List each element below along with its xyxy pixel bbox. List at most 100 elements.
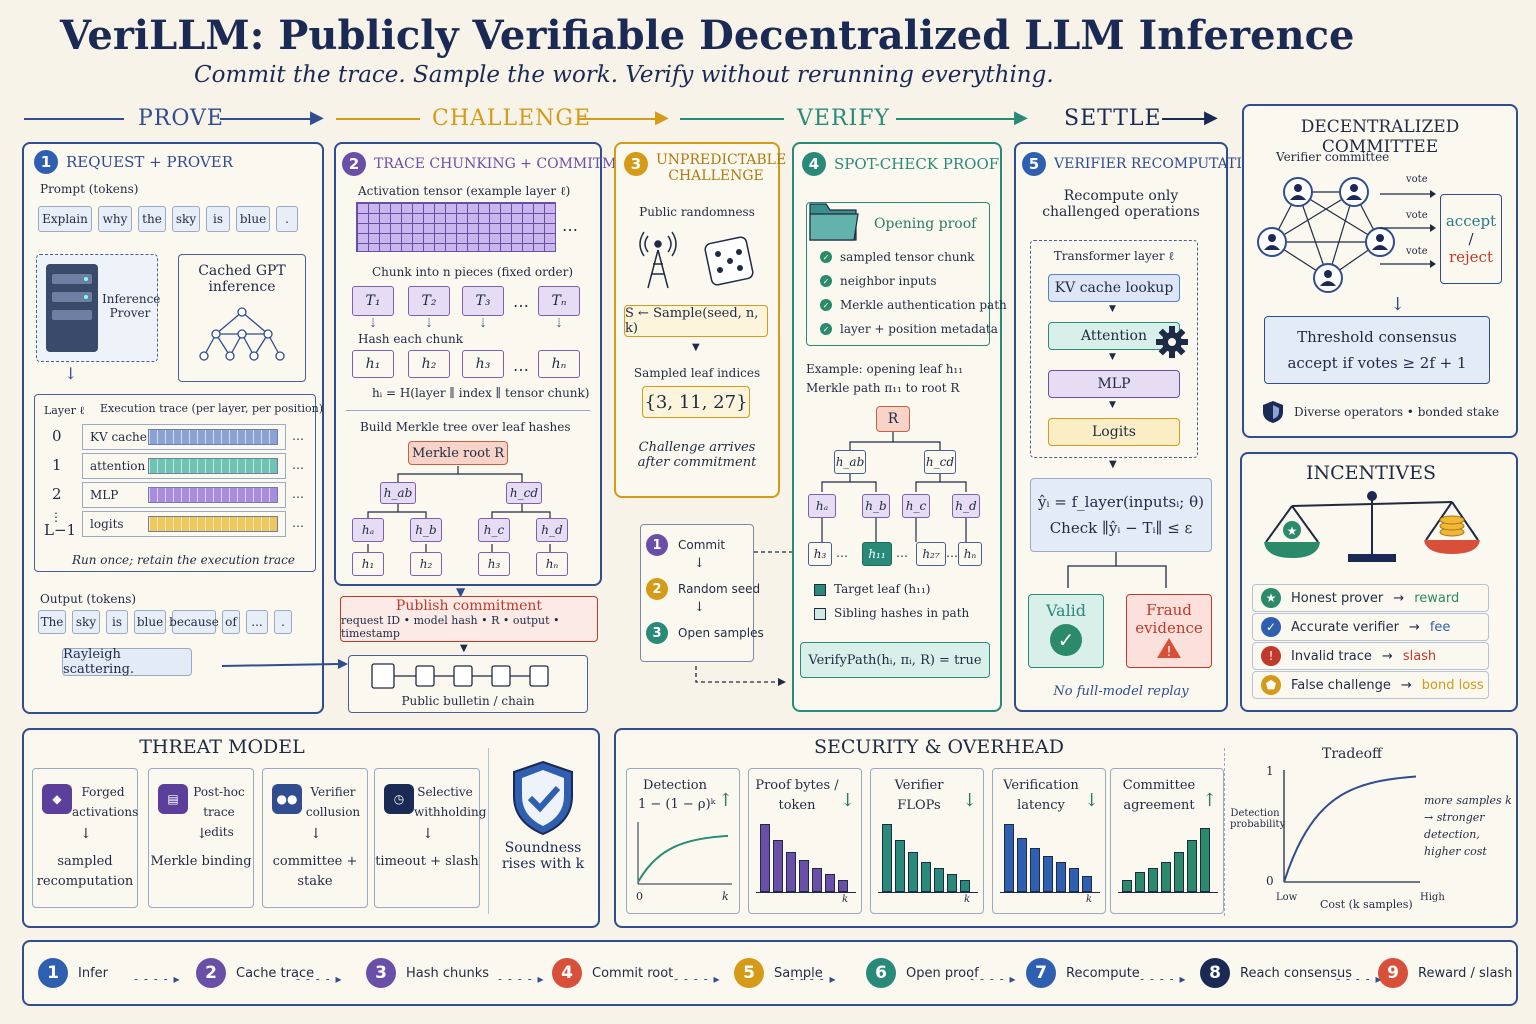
overhead-chart-title: Verifier FLOPs xyxy=(894,778,944,813)
scale-icon: ★ xyxy=(1264,491,1480,562)
verify-path-box: VerifyPath(hᵢ, πᵢ, R) = true xyxy=(800,642,990,678)
arrow-down-icon: ⇣ xyxy=(478,316,489,330)
overhead-bar xyxy=(825,874,835,892)
threat-mitigation: Merkle binding xyxy=(150,854,252,869)
ellipsis: … xyxy=(292,487,304,501)
arrow-down-icon: ▼ xyxy=(692,342,700,353)
path-leaf: h_c xyxy=(902,494,930,518)
check-icon: ✓ xyxy=(820,299,832,311)
arrow-down-icon: ↓ xyxy=(422,826,434,842)
flow-step-label: Open proof xyxy=(906,965,979,981)
incentive-row: ⬟False challenge→bond loss xyxy=(1252,671,1489,699)
tensor-grid xyxy=(356,202,556,252)
merkle-leaf-hash: hₙ xyxy=(536,552,568,576)
flow-step: 7 Recompute xyxy=(1026,958,1140,988)
arrow-up-icon: ↑ xyxy=(718,790,734,811)
proof-item-label: sampled tensor chunk xyxy=(840,250,975,264)
detection-formula: 1 − (1 − ρ)ᵏ xyxy=(638,797,716,812)
overhead-bar xyxy=(1069,868,1079,892)
threat-icon: ●● xyxy=(272,784,302,814)
overhead-bar xyxy=(773,840,783,892)
trace-cells xyxy=(148,516,278,532)
overhead-chart-title: Committee agreement xyxy=(1122,778,1196,813)
check-icon: ✓ xyxy=(820,323,832,335)
vote-arrows xyxy=(1380,190,1436,268)
arrow-right-icon: - - - - ▸ xyxy=(134,972,181,986)
check-text: Check ∥ŷᵢ − Tᵢ∥ ≤ ε xyxy=(1049,519,1193,537)
folder-icon xyxy=(809,203,859,241)
hash: h₂ xyxy=(408,350,450,378)
flow-step-number: 8 xyxy=(1200,958,1230,988)
chunk: T₁ xyxy=(352,286,394,316)
svg-text:★: ★ xyxy=(1287,524,1298,538)
proof-item-label: Merkle authentication path xyxy=(840,298,1007,312)
output-label: Output (tokens) xyxy=(40,592,137,606)
proof-item: ✓neighbor inputs xyxy=(820,274,937,288)
trace-cells xyxy=(148,458,278,474)
arrow-down-icon: ↓ xyxy=(310,826,322,842)
incentive-actor: Honest prover xyxy=(1291,590,1384,606)
panel-flow xyxy=(22,940,1518,1006)
committee-title: DECENTRALIZED COMMITTEE xyxy=(1300,117,1460,157)
panel-1-label: REQUEST + PROVER xyxy=(66,153,234,171)
chunk: Tₙ xyxy=(538,286,580,316)
path-node: h_ab xyxy=(834,450,866,474)
arrow-down-icon: ↓ xyxy=(1390,294,1406,315)
divider xyxy=(1224,748,1225,916)
arrow-down-icon: ▼ xyxy=(1109,352,1116,362)
phase-line xyxy=(896,118,1020,120)
answer-text: Rayleigh scattering. xyxy=(63,647,135,677)
merkle-leaf: hₐ xyxy=(352,518,384,542)
panel-2-label: TRACE CHUNKING + COMMITMENT xyxy=(374,156,649,172)
threat-icon: ◆ xyxy=(42,784,72,814)
axis-label: k xyxy=(842,894,849,905)
arrow-right-icon: → xyxy=(1381,648,1393,664)
proof-item: ✓ layer + position metadata xyxy=(820,322,998,336)
arrow-right-icon: - - - - ▸ xyxy=(296,972,343,986)
trace-row-label: MLP xyxy=(90,488,119,502)
threat-name: Selective withholding xyxy=(414,785,487,819)
arrow-right-icon: - - - - ▸ xyxy=(790,972,837,986)
indices-label: Sampled leaf indices xyxy=(633,366,761,380)
overhead-bar xyxy=(760,824,770,892)
challenge-note: Challenge arrives after commitment xyxy=(637,440,757,470)
phase-line xyxy=(578,118,662,120)
path-row-node: hₙ xyxy=(958,542,982,566)
arrow-right-icon: → xyxy=(1393,590,1405,606)
arrow-right-icon: - - - - ▸ xyxy=(970,972,1017,986)
arrow-down-icon: ↓ xyxy=(840,790,856,811)
axis-label: k xyxy=(964,894,971,905)
soundness-text: Soundness rises with k xyxy=(501,840,585,872)
arrow-down-icon: ↓ xyxy=(694,600,705,615)
flow-step-number: 1 xyxy=(38,958,68,988)
incentive-outcome: fee xyxy=(1429,619,1451,635)
flow-step-number: 7 xyxy=(1026,958,1056,988)
incentive-actor: Accurate verifier xyxy=(1291,619,1399,635)
network-icon xyxy=(199,307,285,361)
committee-label: Verifier committee xyxy=(1276,150,1390,164)
chain-icon xyxy=(371,663,549,689)
arrow-right-icon: → xyxy=(1400,677,1412,693)
merkle-leaf: h_b xyxy=(410,518,442,542)
threat-mitigation: sampled recomputation xyxy=(36,854,134,889)
overhead-bar xyxy=(908,852,918,892)
merkle-root-label: Merkle root R xyxy=(411,445,505,461)
dashed-connectors xyxy=(695,551,794,686)
page-subtitle: Commit the trace. Sample the work. Verif… xyxy=(194,62,1054,88)
overhead-bar xyxy=(947,874,957,892)
prompt-label: Prompt (tokens) xyxy=(40,182,139,196)
ellipsis: … xyxy=(292,458,304,472)
flow-step-label: Recompute xyxy=(1066,965,1140,981)
phase-settle: SETTLE xyxy=(1064,106,1162,131)
proof-item-label: layer + position metadata xyxy=(840,322,998,336)
path-node: h_cd xyxy=(924,450,956,474)
arrow-down-icon: ↓ xyxy=(64,364,78,383)
verify-root: R xyxy=(876,406,910,432)
output-token: blue xyxy=(134,610,166,634)
arrow-down-icon: ↓ xyxy=(694,556,705,571)
tradeoff-note: more samples k → stronger detection, hig… xyxy=(1424,794,1512,858)
phase-prove: PROVE xyxy=(138,106,224,131)
fraud-box: Fraud evidence! xyxy=(1126,594,1212,668)
ellipsis: … xyxy=(513,292,529,311)
